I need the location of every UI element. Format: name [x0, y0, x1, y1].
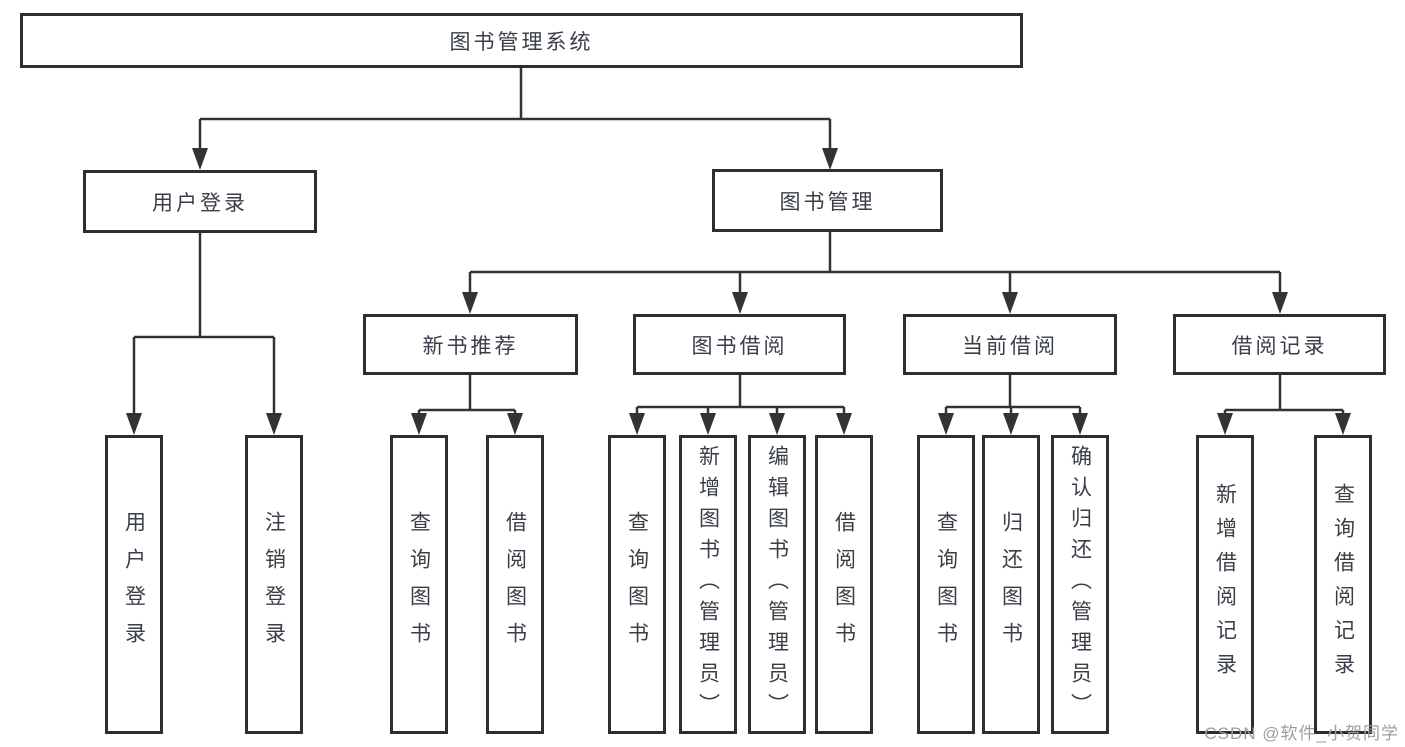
leaf-query-books-recommend: 查询图书 — [390, 435, 448, 734]
leaf-query-books-borrow: 查询图书 — [608, 435, 666, 734]
leaf-confirm-return-admin: 确认归还（管理员） — [1051, 435, 1109, 734]
leaf-query-borrow-record: 查询借阅记录 — [1314, 435, 1372, 734]
leaf-return-book: 归还图书 — [982, 435, 1040, 734]
node-new-book-recommend: 新书推荐 — [363, 314, 578, 375]
leaf-user-login: 用户登录 — [105, 435, 163, 734]
leaf-logout: 注销登录 — [245, 435, 303, 734]
node-book-management: 图书管理 — [712, 169, 943, 232]
leaf-query-books-current: 查询图书 — [917, 435, 975, 734]
leaf-add-borrow-record: 新增借阅记录 — [1196, 435, 1254, 734]
leaf-borrow-books-recommend: 借阅图书 — [486, 435, 544, 734]
node-book-borrow: 图书借阅 — [633, 314, 846, 375]
connector-lines — [132, 68, 1345, 415]
node-current-borrow: 当前借阅 — [903, 314, 1117, 375]
leaf-edit-book-admin: 编辑图书（管理员） — [748, 435, 806, 734]
leaf-add-book-admin: 新增图书（管理员） — [679, 435, 737, 734]
node-user-login: 用户登录 — [83, 170, 317, 233]
node-borrow-records: 借阅记录 — [1173, 314, 1386, 375]
leaf-borrow-books: 借阅图书 — [815, 435, 873, 734]
csdn-watermark: CSDN @软件_小贺同学 — [1204, 724, 1399, 743]
node-root-system: 图书管理系统 — [20, 13, 1023, 68]
